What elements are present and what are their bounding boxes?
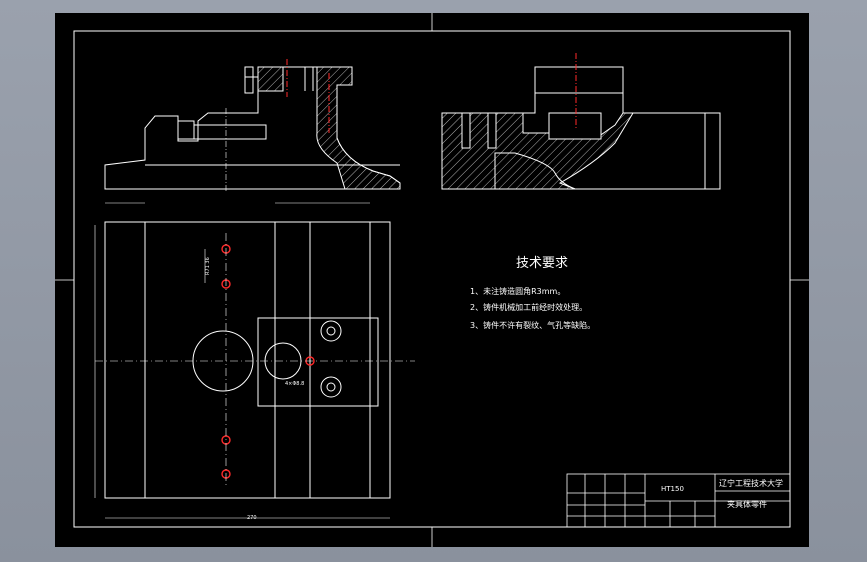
- counterbore-top-inner: [326, 326, 336, 336]
- material-label: HT150: [661, 485, 684, 493]
- drawing-border: [73, 30, 791, 528]
- front-view-groove: [193, 124, 267, 140]
- dim-hole-note: 4×Φ8.8: [285, 381, 304, 387]
- side-view: [441, 66, 721, 190]
- front-view-hatch-2: [301, 66, 401, 190]
- top-view-holes: [221, 244, 315, 479]
- part-name: 夹具体零件: [727, 499, 767, 509]
- side-view-bore: [548, 112, 602, 140]
- front-view-boss: [244, 66, 254, 94]
- front-view-hatch-1: [257, 66, 284, 92]
- counterbore-top: [320, 320, 342, 342]
- tech-req-title: 技术要求: [516, 256, 568, 271]
- top-view: [94, 202, 391, 519]
- top-view-boss: [257, 317, 379, 407]
- dim-overall-width: 270: [247, 515, 257, 521]
- tech-req-item-3: 3、铸件不许有裂纹、气孔等缺陷。: [470, 320, 595, 330]
- top-view-centerlines: [95, 233, 415, 488]
- side-view-hole-2: [487, 112, 497, 149]
- tech-req-item-2: 2、铸件机械加工前经时效处理。: [470, 302, 587, 312]
- front-view: [104, 66, 401, 190]
- cad-drawing: 270 R71 36 4×Φ8.8 技术要求 1、未注铸造圆角R3mm。 2、铸…: [55, 13, 809, 547]
- side-view-hole-1: [461, 112, 471, 149]
- top-view-outline: [104, 221, 391, 499]
- title-block: [566, 473, 791, 528]
- dim-hole-pitch-label: R71 36: [205, 257, 211, 275]
- side-view-hatch: [441, 112, 634, 190]
- tech-req-item-1: 1、未注铸造圆角R3mm。: [470, 286, 565, 296]
- front-view-centerlines: [286, 59, 330, 133]
- front-view-slot: [177, 120, 195, 140]
- drawing-sheet: 270 R71 36 4×Φ8.8 技术要求 1、未注铸造圆角R3mm。 2、铸…: [55, 13, 809, 547]
- counterbore-bottom: [320, 376, 342, 398]
- counterbore-bottom-inner: [326, 382, 336, 392]
- title-block-frame: [566, 473, 791, 528]
- school-name: 辽宁工程技术大学: [719, 478, 783, 488]
